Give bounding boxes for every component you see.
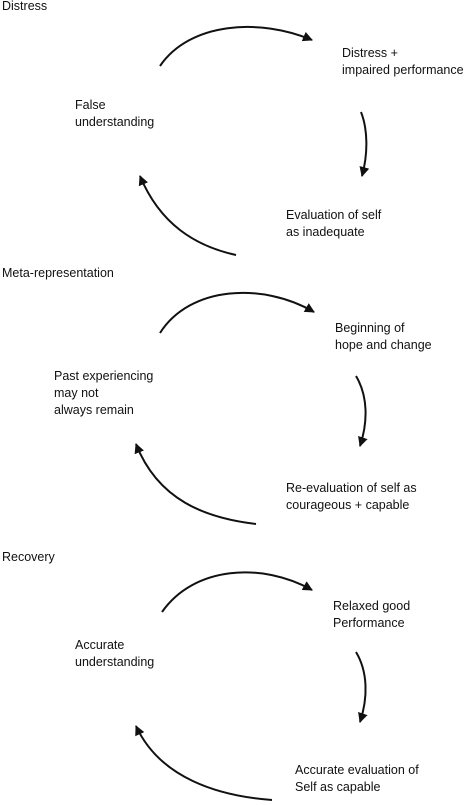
meta-arrow-top-to-bottom bbox=[355, 375, 368, 447]
section-title-recovery: Recovery bbox=[2, 550, 55, 564]
distress-node-bottom: Evaluation of self as inadequate bbox=[286, 208, 382, 239]
section-title-distress: Distress bbox=[2, 0, 48, 13]
recovery-node-top: Relaxed good Performance bbox=[333, 599, 411, 630]
recovery-node-bottom: Accurate evaluation of Self as capable bbox=[295, 763, 419, 794]
section-title-meta-representation: Meta-representation bbox=[2, 266, 114, 280]
meta-node-top: Beginning of hope and change bbox=[335, 321, 432, 352]
distress-node-top: Distress + impaired performance bbox=[342, 46, 464, 77]
meta-arrow-bottom-to-left bbox=[134, 443, 257, 525]
meta-node-bottom: Re-evaluation of self as courageous + ca… bbox=[286, 481, 417, 512]
recovery-arrow-left-to-top bbox=[161, 571, 313, 613]
recovery-arrow-bottom-to-left bbox=[135, 725, 273, 801]
distress-node-left: False understanding bbox=[75, 98, 155, 129]
meta-node-left: Past experiencing may not always remain bbox=[54, 369, 154, 417]
distress-arrow-bottom-to-left bbox=[138, 175, 237, 256]
distress-arrow-top-to-bottom bbox=[359, 111, 370, 177]
meta-arrow-left-to-top bbox=[159, 291, 315, 334]
recovery-node-left: Accurate understanding bbox=[75, 638, 155, 669]
recovery-arrow-top-to-bottom bbox=[355, 651, 368, 723]
distress-arrow-left-to-top bbox=[159, 26, 313, 67]
